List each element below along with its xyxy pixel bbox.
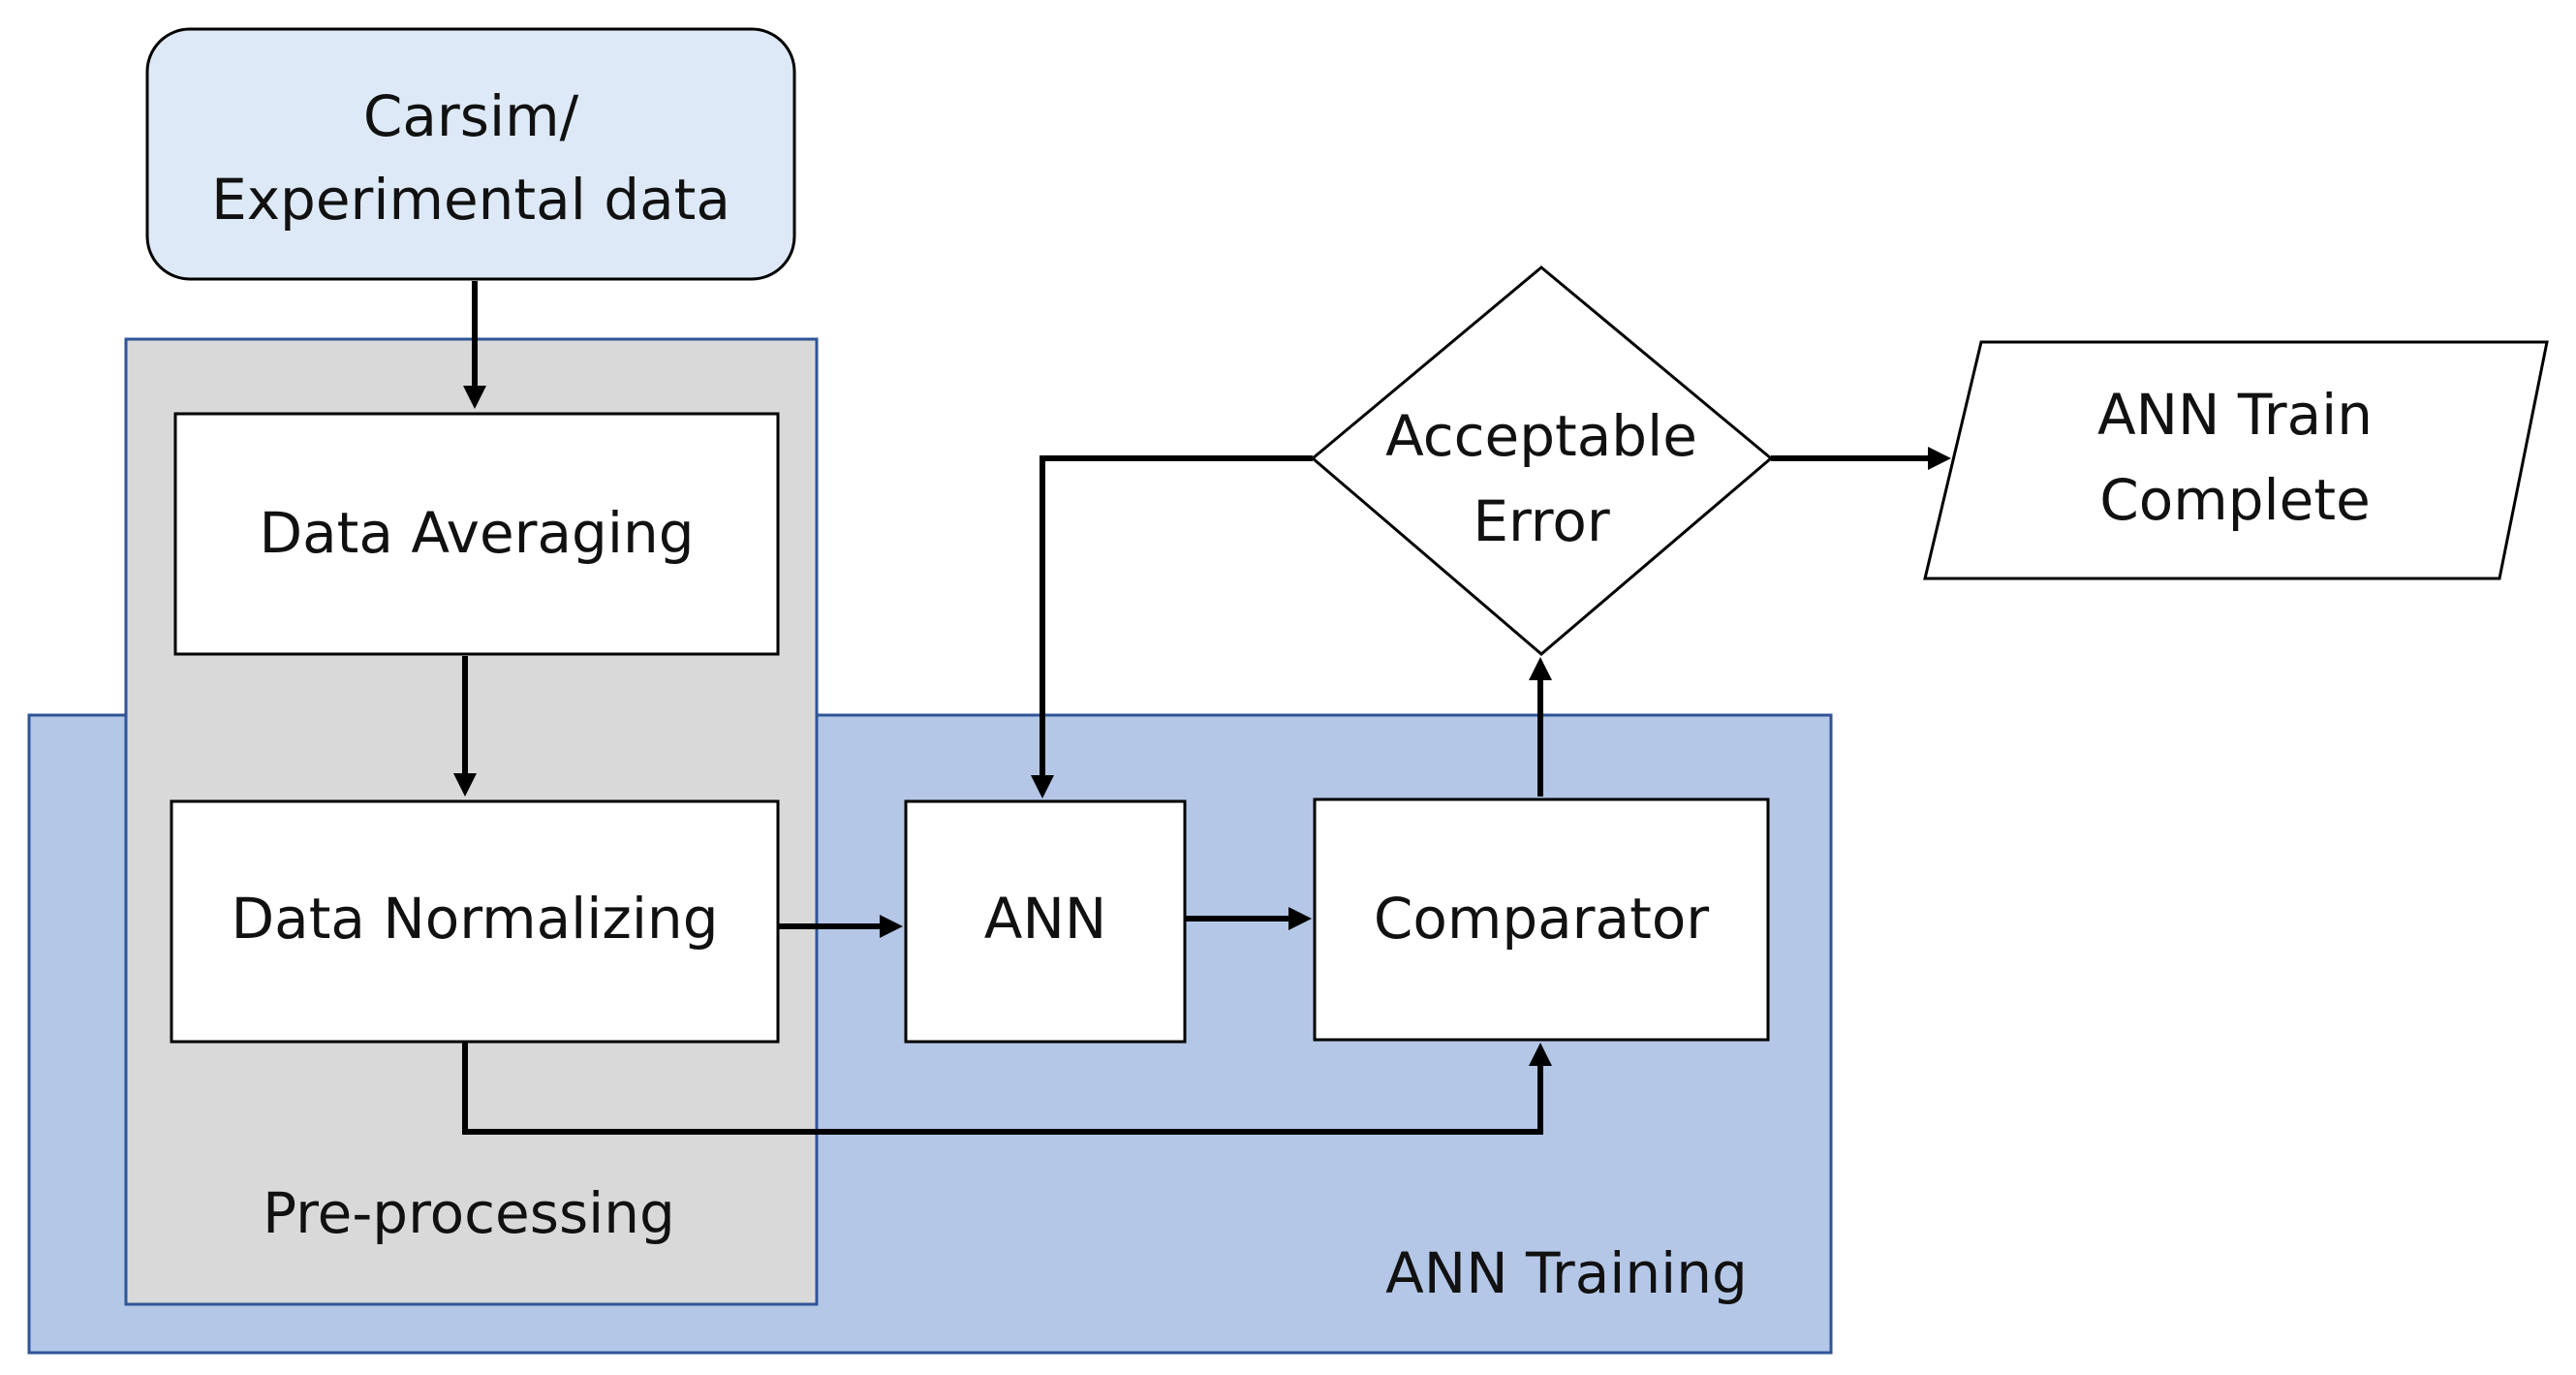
- data-source-label-line1: Carsim/: [363, 83, 579, 149]
- data-normalizing-node: [170, 799, 780, 1044]
- data-averaging-label: Data Averaging: [259, 500, 694, 566]
- arrowhead-ann-top: [1031, 775, 1054, 798]
- data-normalizing-label: Data Normalizing: [231, 886, 718, 952]
- acceptable-error-decision: [1310, 266, 1774, 656]
- arrowhead-complete-input: [1928, 447, 1951, 470]
- preprocessing-group-label: Pre-processing: [263, 1180, 675, 1246]
- edge-decision-to-ann: [1040, 455, 1313, 775]
- ann-label: ANN: [984, 886, 1106, 952]
- acceptable-error-label-line1: Acceptable: [1385, 403, 1697, 469]
- data-averaging-node: [173, 412, 780, 656]
- ann-train-complete-label-line2: Complete: [2099, 467, 2371, 533]
- data-source-node: [145, 27, 796, 281]
- arrowhead-ann-input: [880, 915, 903, 938]
- arrowhead-comparator-bottom: [1529, 1043, 1552, 1066]
- arrowhead-decision-input: [1529, 657, 1552, 680]
- arrowhead-normalizing: [453, 773, 477, 797]
- ann-training-group-label: ANN Training: [1385, 1240, 1748, 1306]
- data-source-label-line2: Experimental data: [211, 167, 730, 233]
- ann-node: [904, 799, 1187, 1044]
- arrowhead-comparator-input: [1288, 907, 1312, 930]
- comparator-label: Comparator: [1374, 886, 1709, 952]
- ann-train-complete-node: [1923, 340, 2549, 580]
- edge-normalizing-to-comparator: [462, 1042, 1543, 1135]
- ann-train-complete-label-line1: ANN Train: [2097, 382, 2373, 448]
- arrowhead-averaging: [463, 386, 486, 409]
- acceptable-error-label-line2: Error: [1473, 488, 1610, 554]
- comparator-node: [1313, 797, 1770, 1042]
